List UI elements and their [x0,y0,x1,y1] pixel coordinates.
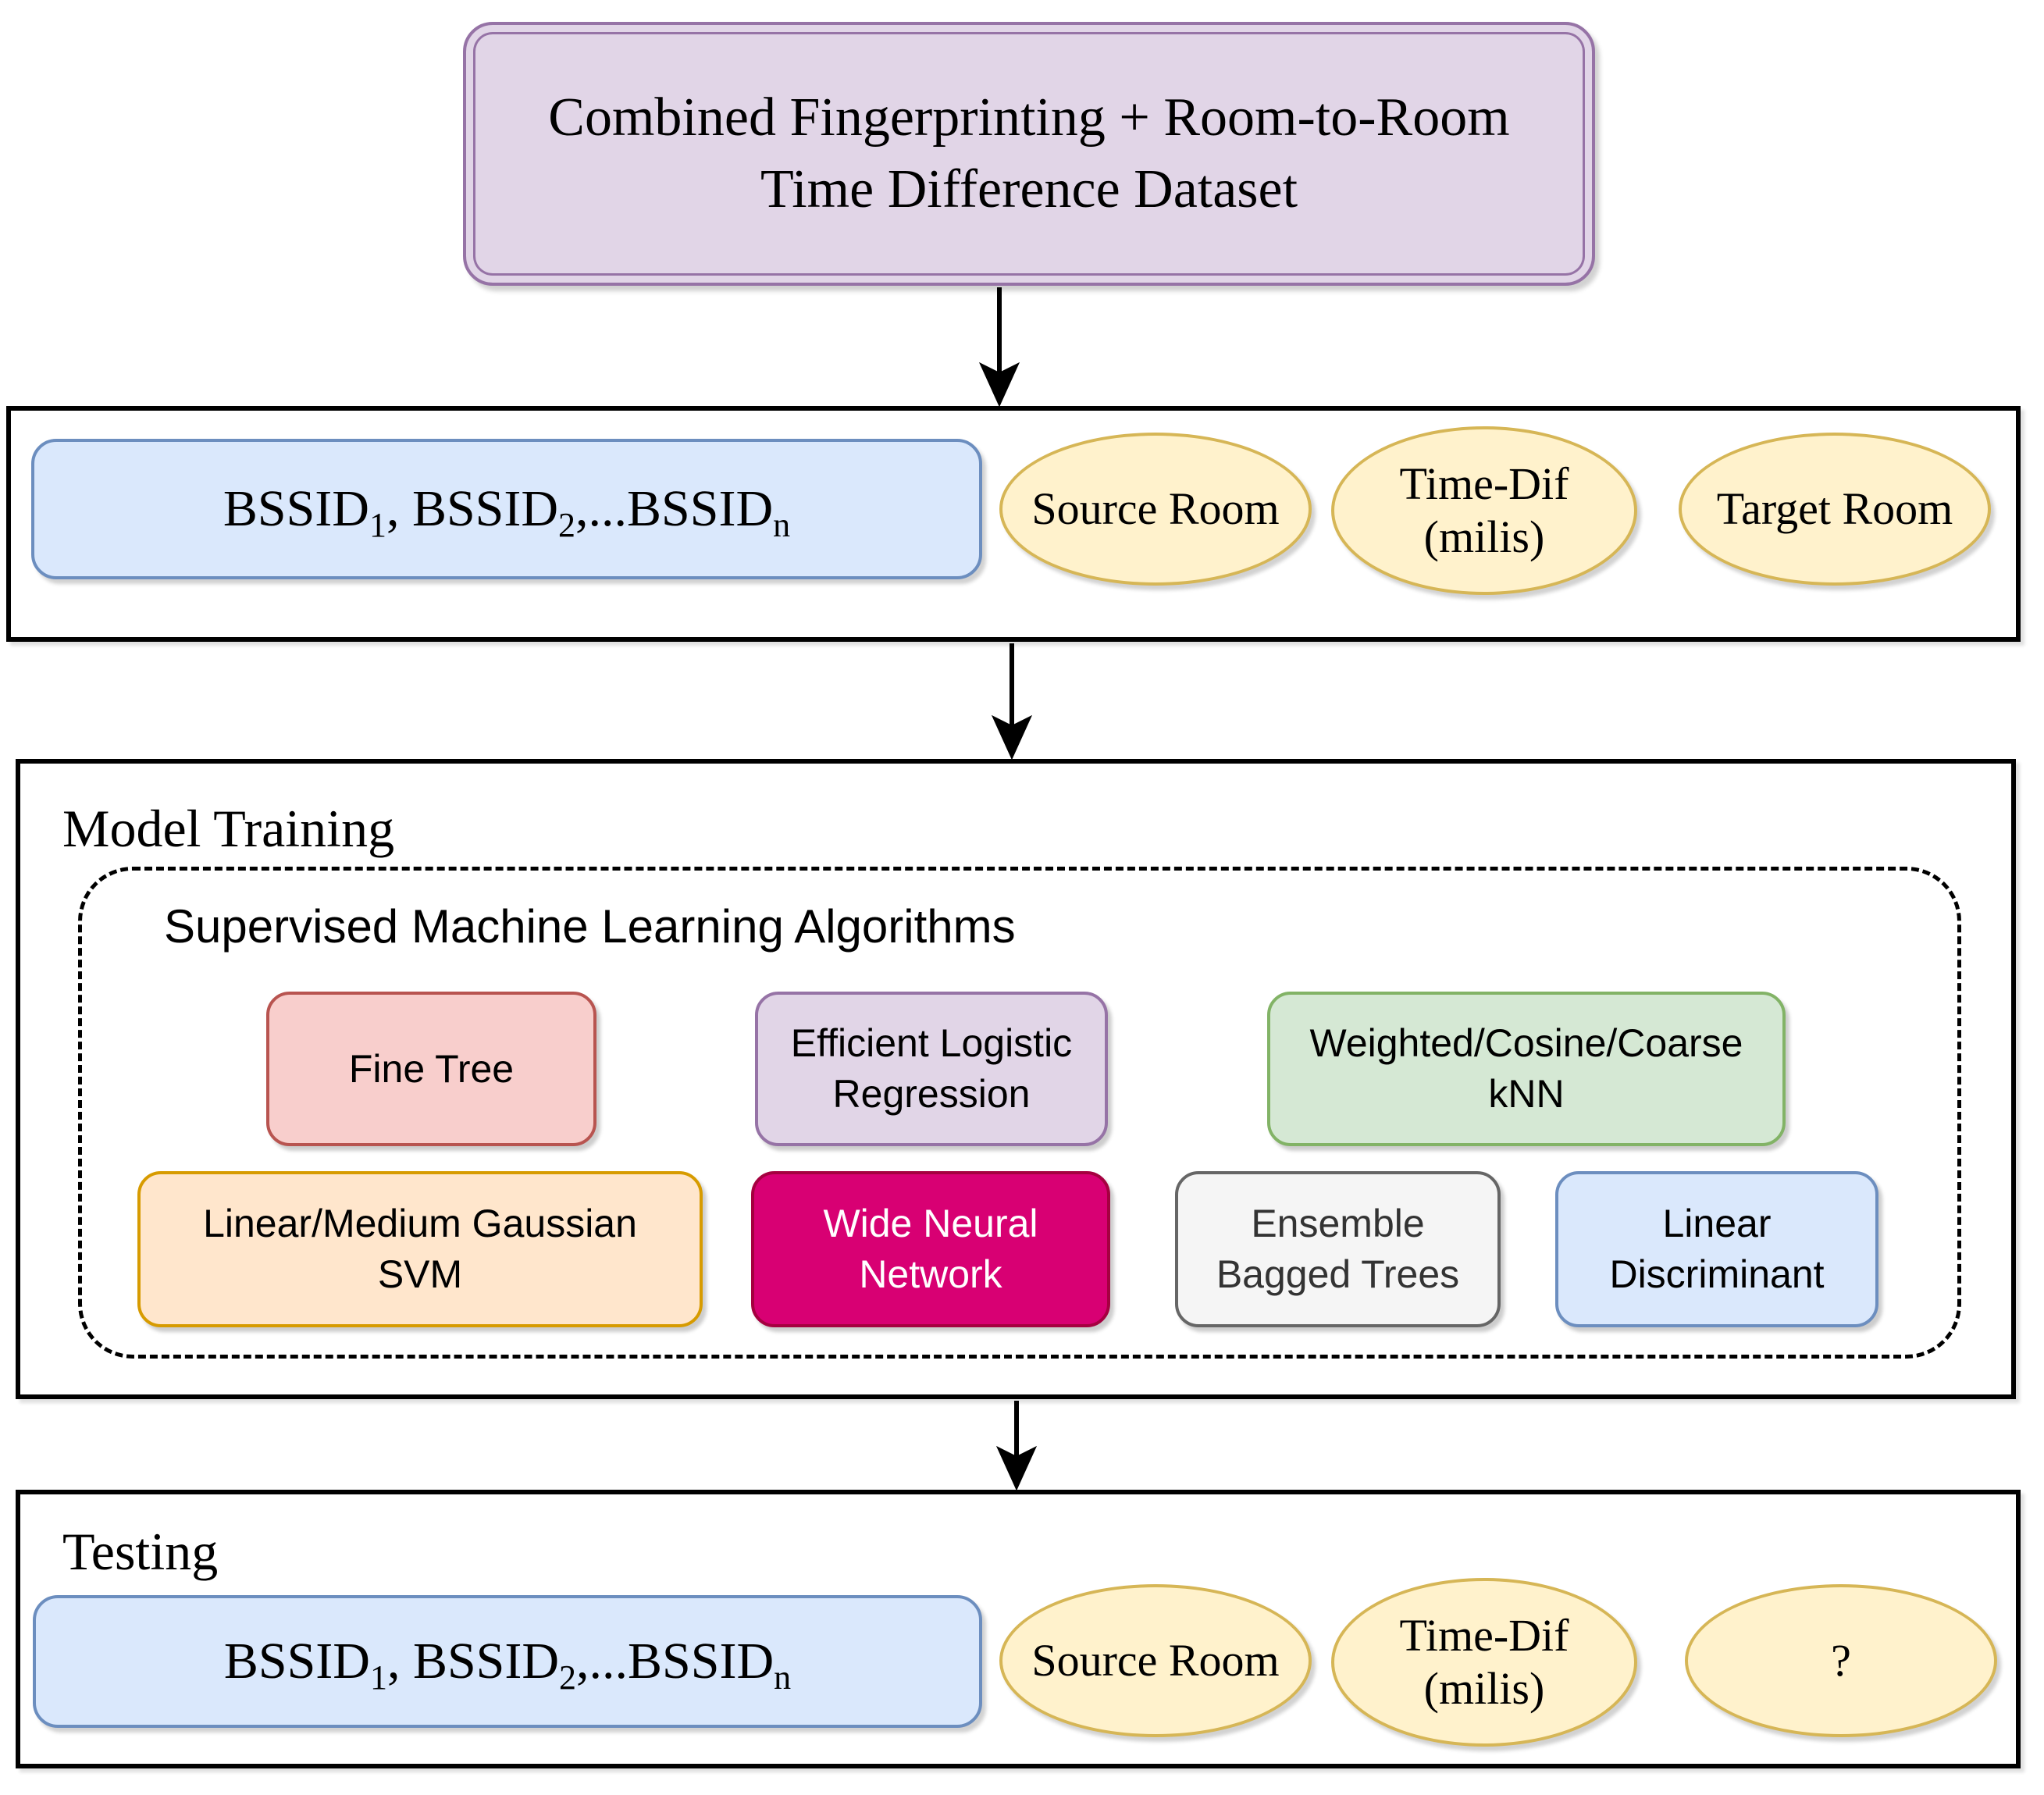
testing-time-dif-ellipse: Time-Dif (milis) [1331,1578,1637,1747]
testing-title: Testing [62,1522,219,1581]
testing-bssid-features-node: BSSID1, BSSID2,...BSSIDn [33,1595,982,1728]
arrow-features-to-training [991,643,1033,760]
bssid-label: BSSID1, BSSID2,...BSSIDn [223,1633,792,1697]
training-bssid-features-node: BSSID1, BSSID2,...BSSIDn [31,439,982,579]
bssid-label: BSSID1, BSSID2,...BSSIDn [223,480,791,545]
arrow-training-to-testing [995,1401,1038,1491]
supervised-algorithms-group [78,867,1961,1359]
model-training-title: Model Training [62,799,395,858]
testing-source-room-ellipse: Source Room [999,1584,1312,1737]
testing-unknown-target-ellipse: ? [1685,1584,1997,1737]
dataset-label-line1: Combined Fingerprinting + Room-to-Room [548,87,1510,148]
training-target-room-ellipse: Target Room [1679,433,1991,586]
training-source-room-ellipse: Source Room [999,433,1312,586]
dataset-label-line2: Time Difference Dataset [760,159,1298,219]
supervised-algorithms-label: Supervised Machine Learning Algorithms [164,900,1016,953]
arrow-dataset-to-features [978,287,1020,408]
training-time-dif-ellipse: Time-Dif (milis) [1331,426,1637,595]
dataset-node: Combined Fingerprinting + Room-to-Room T… [463,22,1595,286]
algo-fine-tree: Fine Tree [266,992,596,1146]
